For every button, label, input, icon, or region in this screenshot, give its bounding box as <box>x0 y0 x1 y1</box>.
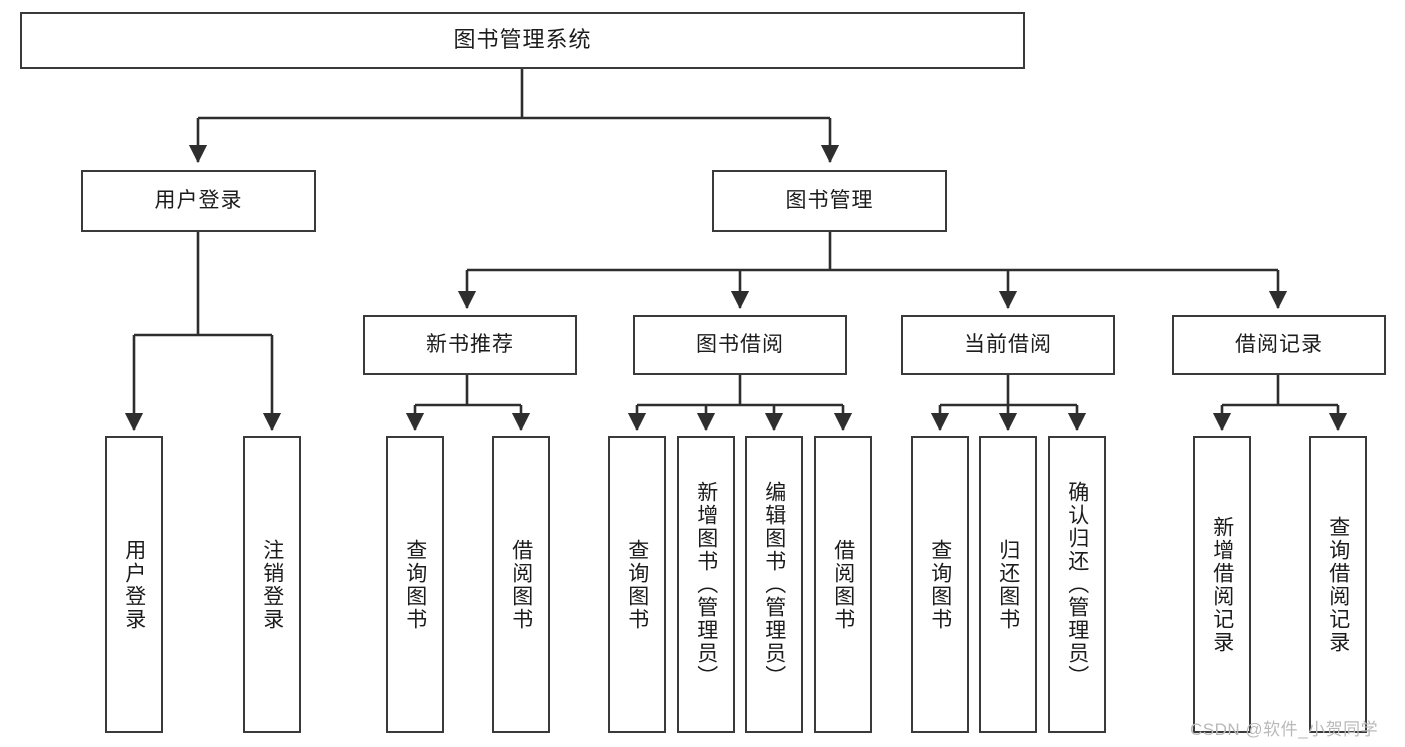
leaf-return-book[interactable]: 归还图书 <box>979 436 1037 733</box>
leaf-confirm-return-label: 确认归还（管理员） <box>1065 481 1089 688</box>
node-user-login[interactable]: 用户登录 <box>81 170 316 232</box>
node-root[interactable]: 图书管理系统 <box>20 12 1025 69</box>
node-book-manage[interactable]: 图书管理 <box>712 170 947 232</box>
leaf-edit-book-label: 编辑图书（管理员） <box>762 481 786 688</box>
leaf-query-book-3-label: 查询图书 <box>928 538 952 631</box>
node-book-borrow[interactable]: 图书借阅 <box>633 315 847 375</box>
leaf-add-book-label: 新增图书（管理员） <box>694 481 718 688</box>
node-book-borrow-label: 图书借阅 <box>696 333 784 357</box>
leaf-add-record[interactable]: 新增借阅记录 <box>1193 436 1251 733</box>
leaf-borrow-book-2[interactable]: 借阅图书 <box>814 436 872 733</box>
leaf-return-book-label: 归还图书 <box>996 538 1020 631</box>
leaf-query-book-1-label: 查询图书 <box>403 538 427 631</box>
leaf-query-book-3[interactable]: 查询图书 <box>911 436 969 733</box>
leaf-add-record-label: 新增借阅记录 <box>1210 515 1234 654</box>
leaf-logout-login-label: 注销登录 <box>260 538 284 631</box>
node-borrow-record-label: 借阅记录 <box>1235 333 1323 357</box>
node-borrow-record[interactable]: 借阅记录 <box>1172 315 1386 375</box>
node-new-book-recommend-label: 新书推荐 <box>426 333 514 357</box>
node-root-label: 图书管理系统 <box>453 27 592 53</box>
leaf-edit-book[interactable]: 编辑图书（管理员） <box>745 436 803 733</box>
leaf-query-book-2-label: 查询图书 <box>625 538 649 631</box>
node-user-login-label: 用户登录 <box>154 189 243 213</box>
leaf-query-book-2[interactable]: 查询图书 <box>608 436 666 733</box>
leaf-add-book[interactable]: 新增图书（管理员） <box>677 436 735 733</box>
leaf-logout-login[interactable]: 注销登录 <box>243 436 301 733</box>
node-current-borrow[interactable]: 当前借阅 <box>901 315 1115 375</box>
leaf-user-login[interactable]: 用户登录 <box>105 436 163 733</box>
node-new-book-recommend[interactable]: 新书推荐 <box>363 315 577 375</box>
leaf-query-record-label: 查询借阅记录 <box>1326 515 1350 654</box>
node-current-borrow-label: 当前借阅 <box>964 333 1052 357</box>
leaf-borrow-book-2-label: 借阅图书 <box>831 538 855 631</box>
leaf-query-record[interactable]: 查询借阅记录 <box>1309 436 1367 733</box>
node-book-manage-label: 图书管理 <box>785 189 874 213</box>
leaf-query-book-1[interactable]: 查询图书 <box>386 436 444 733</box>
leaf-borrow-book-1-label: 借阅图书 <box>509 538 533 631</box>
csdn-watermark: CSDN @软件_小贺同学 <box>1190 720 1379 739</box>
leaf-borrow-book-1[interactable]: 借阅图书 <box>492 436 550 733</box>
leaf-user-login-label: 用户登录 <box>122 538 146 631</box>
leaf-confirm-return[interactable]: 确认归还（管理员） <box>1048 436 1106 733</box>
